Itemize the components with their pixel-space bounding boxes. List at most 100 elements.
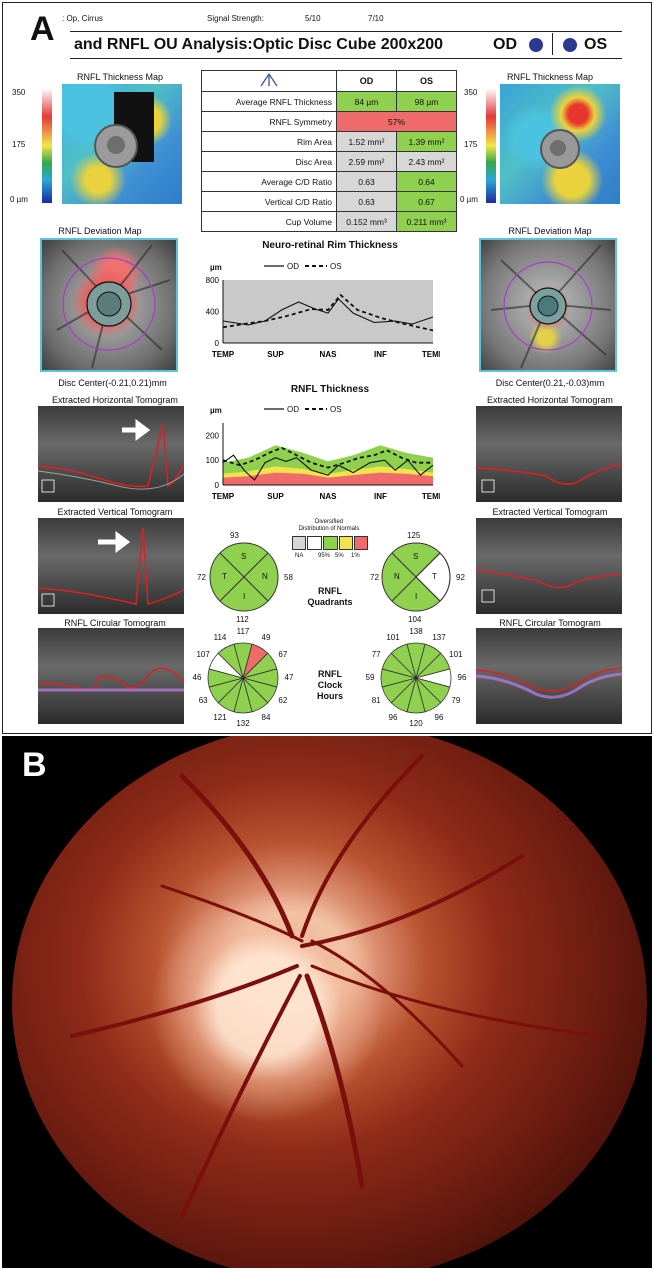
table-row: Rim Area 1.52 mm² 1.39 mm² bbox=[201, 131, 457, 152]
od-cup-gray bbox=[107, 136, 125, 154]
os-scale-mid: 175 bbox=[464, 140, 478, 149]
rnfl-y-tick: 200 bbox=[206, 431, 220, 440]
row-label: Average RNFL Thickness bbox=[201, 91, 337, 112]
row-os-value: 0.67 bbox=[396, 191, 457, 212]
od-dot-icon bbox=[529, 38, 543, 52]
clock-hours-label: RNFL Clock Hours bbox=[302, 669, 358, 702]
clock-hour-value: 137 bbox=[432, 633, 446, 643]
clock-hour-value: 121 bbox=[213, 712, 227, 722]
od-scale-mid: 175 bbox=[12, 140, 26, 149]
clock-hour-value: 49 bbox=[261, 633, 271, 643]
clock-label-line2: Clock bbox=[317, 680, 343, 690]
od-quad-left: 72 bbox=[197, 573, 206, 582]
os-quad-s: S bbox=[413, 552, 419, 561]
legend-label-5: 5% bbox=[335, 553, 344, 559]
report-title: and RNFL OU Analysis:Optic Disc Cube 200… bbox=[74, 36, 444, 53]
row-od-value: 84 µm bbox=[336, 91, 397, 112]
rnfl-chart-title: RNFL Thickness bbox=[290, 384, 370, 395]
os-deviation-vessels bbox=[490, 244, 612, 369]
od-clock-hours-chart bbox=[207, 642, 279, 714]
clock-hour-value: 120 bbox=[409, 719, 423, 728]
rnfl-x-tick: TEMP bbox=[212, 492, 235, 501]
clock-hour-value: 101 bbox=[386, 633, 400, 643]
row-label: Vertical C/D Ratio bbox=[201, 191, 337, 212]
od-horizontal-tomogram-trace bbox=[38, 419, 184, 493]
od-circular-tomogram-trace bbox=[38, 667, 184, 692]
clock-hour-value: 96 bbox=[388, 712, 398, 722]
row-od-value: 0.63 bbox=[336, 191, 397, 212]
row-label: Disc Area bbox=[201, 151, 337, 172]
rnfl-legend-od: OD bbox=[287, 405, 299, 414]
legend-swatch-na bbox=[292, 536, 306, 550]
clock-label-line1: RNFL bbox=[318, 669, 342, 679]
row-label: Rim Area bbox=[201, 131, 337, 152]
rim-chart: 8004000TEMPSUPNASINFTEMP bbox=[206, 276, 440, 359]
signal-strength-os: 7/10 bbox=[368, 14, 384, 23]
rnfl-legend-od-line bbox=[264, 408, 284, 410]
od-horizontal-tomogram-label: Extracted Horizontal Tomogram bbox=[52, 395, 178, 405]
row-od-value: 1.52 mm² bbox=[336, 131, 397, 152]
row-label: Cup Volume bbox=[201, 211, 337, 232]
rnfl-x-tick: TEMP bbox=[422, 492, 440, 501]
os-disc-center: Disc Center(0.21,-0.03)mm bbox=[495, 378, 605, 388]
rim-x-tick: TEMP bbox=[422, 350, 440, 359]
clock-hour-value: 132 bbox=[236, 719, 250, 728]
os-horizontal-tomogram-label: Extracted Horizontal Tomogram bbox=[487, 395, 613, 405]
od-deviation-map-label: RNFL Deviation Map bbox=[58, 226, 142, 236]
row-label: RNFL Symmetry bbox=[201, 111, 337, 132]
os-deviation-map-label: RNFL Deviation Map bbox=[508, 226, 592, 236]
clock-hour-value: 96 bbox=[434, 712, 444, 722]
rnfl-y-tick: 100 bbox=[206, 456, 220, 465]
quadrants-label-line1: RNFL bbox=[318, 586, 342, 596]
od-quad-n: N bbox=[262, 572, 268, 581]
row-os-value: 98 µm bbox=[396, 91, 457, 112]
os-thickness-map bbox=[500, 84, 620, 204]
row-os-value: 0.211 mm³ bbox=[396, 211, 457, 232]
od-quad-right: 58 bbox=[284, 573, 293, 582]
od-label: OD bbox=[493, 36, 517, 53]
os-scale-top: 350 bbox=[464, 88, 478, 97]
legend-swatch-white bbox=[307, 536, 322, 550]
od-deviation-vessels bbox=[56, 244, 171, 369]
rim-legend-os-line bbox=[305, 265, 327, 267]
legend-label-1: 1% bbox=[351, 553, 360, 559]
operator-text: : Op, Cirrus bbox=[62, 14, 103, 23]
od-horizontal-tomogram bbox=[38, 406, 184, 502]
clock-hour-value: 81 bbox=[371, 696, 381, 705]
legend-label-95: 95% bbox=[318, 553, 331, 559]
row-od-value: 0.63 bbox=[336, 171, 397, 192]
table-header-od: OD bbox=[336, 70, 397, 92]
normals-title-line1: Diversified bbox=[314, 519, 343, 525]
rnfl-y-tick: 0 bbox=[215, 481, 220, 490]
clock-hour-value: 47 bbox=[284, 673, 294, 682]
legend-swatch-yellow bbox=[339, 536, 353, 550]
od-quad-top: 93 bbox=[230, 531, 239, 540]
rnfl-legend-os-line bbox=[305, 408, 327, 410]
normals-title-line2: Distribution of Normals bbox=[298, 526, 360, 532]
table-row: Average RNFL Thickness 84 µm 98 µm bbox=[201, 91, 457, 112]
rnfl-band-red bbox=[223, 472, 433, 485]
rnfl-od-line bbox=[222, 454, 434, 481]
rim-x-tick: INF bbox=[374, 350, 387, 359]
rnfl-x-tick: SUP bbox=[267, 492, 284, 501]
od-quad-i: I bbox=[243, 592, 246, 601]
os-vertical-tomogram-label: Extracted Vertical Tomogram bbox=[492, 507, 608, 517]
quadrants-label: RNFL Quadrants bbox=[300, 586, 360, 608]
clock-hour-value: 114 bbox=[213, 633, 227, 643]
clock-hour-value: 79 bbox=[451, 696, 461, 705]
os-circular-tomogram bbox=[476, 628, 622, 724]
rnfl-unit: µm bbox=[210, 406, 222, 415]
rnfl-os-line bbox=[222, 446, 433, 469]
rnfl-x-tick: INF bbox=[374, 492, 387, 501]
rnfl-chart: 2001000TEMPSUPNASINFTEMP bbox=[206, 423, 440, 501]
clock-hour-value: 138 bbox=[409, 627, 423, 636]
clock-sector bbox=[390, 643, 417, 680]
rim-x-tick: TEMP bbox=[212, 350, 235, 359]
os-horizontal-tomogram bbox=[476, 406, 622, 502]
row-os-value: 0.64 bbox=[396, 171, 457, 192]
rim-y-tick: 400 bbox=[206, 308, 220, 317]
clock-hour-value: 46 bbox=[192, 673, 202, 682]
clock-hour-value: 107 bbox=[196, 650, 210, 659]
triangle-arrow-icon bbox=[260, 73, 278, 87]
od-disc-center: Disc Center(-0.21,0.21)mm bbox=[58, 378, 167, 388]
